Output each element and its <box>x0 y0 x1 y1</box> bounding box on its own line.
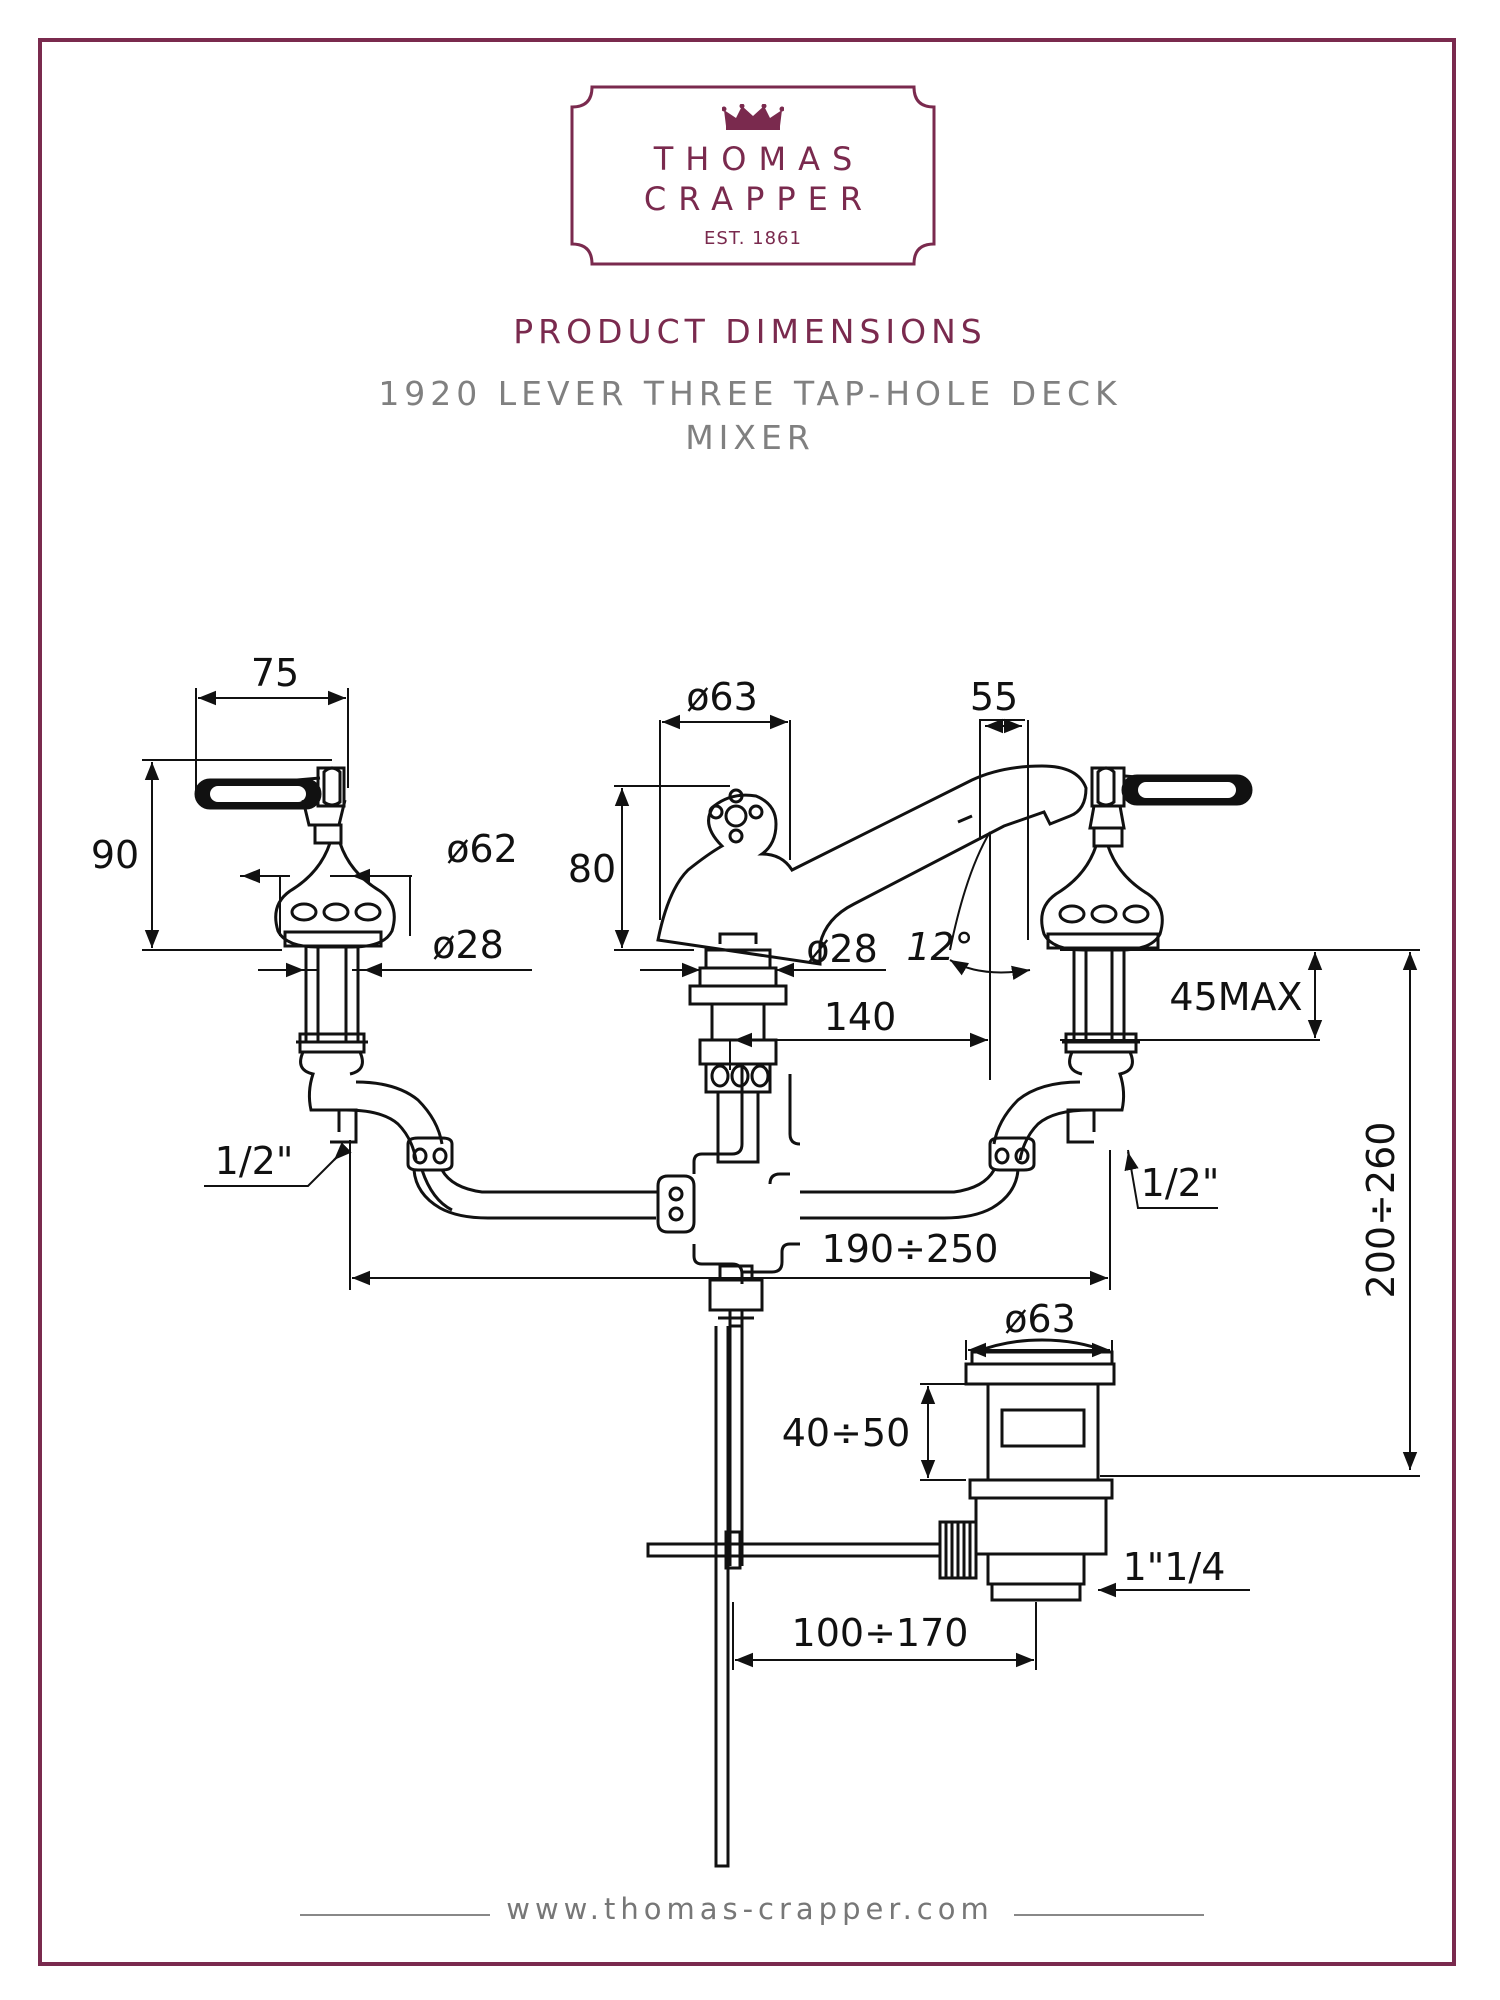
crown-icon <box>722 104 784 130</box>
logo-frame <box>570 85 936 266</box>
brand-name-line1: THOMAS <box>653 140 865 178</box>
dim-shank-diameter-center: ø28 <box>806 927 878 971</box>
dimension-lines <box>142 688 1420 1670</box>
dim-rod-distance: 100÷170 <box>792 1611 969 1655</box>
brand-established: EST. 1861 <box>704 228 802 249</box>
page-border <box>38 38 1456 1966</box>
footer-divider-left <box>300 1914 490 1916</box>
page-title: PRODUCT DIMENSIONS <box>513 312 987 351</box>
product-name: 1920 LEVER THREE TAP-HOLE DECK MIXER <box>378 374 1122 457</box>
dim-spout-angle: 12° <box>906 925 973 969</box>
dim-spout-reach: 55 <box>970 675 1018 719</box>
footer-divider-right <box>1014 1914 1204 1916</box>
dim-waste-height: 40÷50 <box>782 1411 911 1455</box>
dim-handle-width: 75 <box>251 651 299 695</box>
dim-max-deck-thickness: 45MAX <box>1169 975 1302 1019</box>
dim-inlet-left: 1/2" <box>215 1139 294 1183</box>
dim-inlet-right: 1/2" <box>1141 1161 1220 1205</box>
dim-spout-projection: 140 <box>824 995 897 1039</box>
dim-tap-spacing: 190÷250 <box>822 1227 999 1271</box>
brand-name-line2: CRAPPER <box>643 180 875 218</box>
dim-waste-diameter: ø63 <box>1004 1297 1076 1341</box>
dim-shank-diameter-left: ø28 <box>432 923 504 967</box>
footer-website-link[interactable]: www.thomas-crapper.com <box>506 1892 994 1926</box>
dim-handle-height: 90 <box>91 833 139 877</box>
mixer-outline <box>194 764 1253 1868</box>
dim-spout-height: 80 <box>568 847 616 891</box>
dim-waste-thread: 1"1/4 <box>1123 1545 1226 1589</box>
dim-overall-depth: 200÷260 <box>1359 1122 1403 1299</box>
dim-valve-diameter: ø62 <box>446 827 518 871</box>
dim-spout-base-diameter: ø63 <box>686 675 758 719</box>
